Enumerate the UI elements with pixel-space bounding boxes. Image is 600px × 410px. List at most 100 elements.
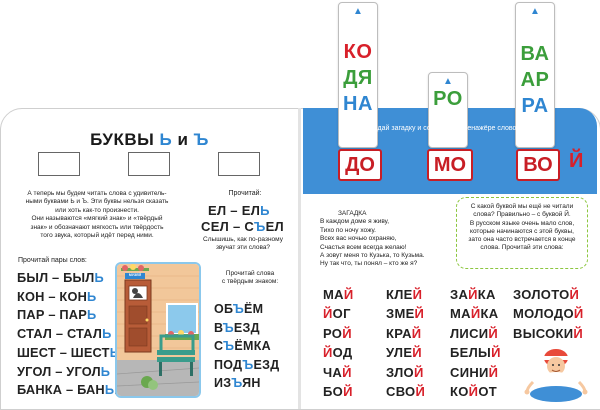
- title-letter-soft: Ь: [159, 130, 173, 149]
- hard-word-part: ЁМ: [244, 302, 264, 316]
- task-text: Отгадай загадку и составь на тренажёре с…: [362, 125, 538, 132]
- word: УЛЕЙ: [386, 343, 425, 362]
- soft-sign: Ь: [104, 382, 115, 398]
- pair-text: БАНКА – БАН: [17, 382, 105, 398]
- letter-y: Й: [468, 384, 479, 400]
- strip-1-syllable-1: КО: [343, 41, 373, 63]
- hard-word-part: ЕЗД: [233, 320, 260, 335]
- riddle-line: Ну так что, ты понял – кто же я?: [320, 260, 418, 268]
- answer-window-1: ДО: [338, 149, 382, 181]
- riddle-line: Всех вас ночью охраняю,: [320, 235, 397, 243]
- word-pair: ПАР – ПАРЬ: [17, 306, 132, 325]
- intro-line: того звука, который идёт перед ними.: [40, 232, 154, 240]
- word: КОЙОТ: [450, 382, 501, 401]
- word-part: КЛЕ: [386, 287, 413, 302]
- word: ЗАЙКА: [450, 285, 501, 304]
- hard-sign: Ъ: [223, 339, 235, 354]
- letter-y: Й: [573, 306, 584, 322]
- word: БЕЛЫЙ: [450, 343, 501, 362]
- hard-sign: Ъ: [242, 357, 254, 372]
- word-pair: СТАЛ – СТАЛЬ: [17, 325, 132, 344]
- letter-y: Й: [468, 287, 478, 302]
- word-part: БЕЛЫ: [450, 345, 492, 361]
- word: ЛИСИЙ: [450, 324, 501, 343]
- page-title: БУКВЫ Ь и Ъ: [0, 130, 299, 150]
- strip-3-syllable-1: ВА: [520, 43, 550, 65]
- word-part: ОД: [332, 345, 353, 361]
- pair-text: УГОЛ – УГОЛ: [17, 363, 101, 379]
- word: МАЙ: [323, 285, 353, 304]
- read-word-2: СЕЛ – СЪЕЛ: [201, 219, 284, 234]
- riddle-line: В каждом доме я живу,: [320, 218, 390, 226]
- letter-y: Й: [569, 287, 580, 302]
- soft-sign: Ь: [87, 288, 97, 304]
- word-part: ЗЛО: [386, 364, 414, 380]
- note-line: зато она часто встречается в конце: [468, 236, 576, 244]
- word: СВОЙ: [386, 382, 425, 401]
- hard-word-part: ОБ: [214, 302, 233, 316]
- riddle: ЗАГАДКА В каждом доме я живу, Тихо по но…: [320, 210, 460, 269]
- hard-sign: Ъ: [231, 376, 243, 391]
- hard-word-part: ЕЗД: [253, 357, 280, 372]
- hear-line: Слышишь, как по-разному: [203, 236, 283, 243]
- word: ЙОД: [323, 343, 353, 362]
- riddle-line: А зовут меня то Кузька, то Кузьма.: [320, 252, 425, 260]
- strip-1-syllable-3: НА: [343, 93, 373, 115]
- title-prefix: БУКВЫ: [90, 130, 155, 149]
- soft-sign: Ь: [260, 203, 270, 218]
- word-pair: ШЕСТ – ШЕСТЬ: [17, 344, 132, 363]
- letter-y: Й: [491, 345, 501, 361]
- hear-line: звучат эти слова?: [215, 244, 271, 251]
- letter-y: Й: [470, 306, 481, 322]
- intro-line: А теперь мы будем читать слова с удивите…: [27, 190, 167, 197]
- word-part: ЗА: [450, 287, 469, 302]
- pair-text: КОН – КОН: [17, 288, 88, 304]
- note-line: С какой буквой мы ещё не читали: [470, 203, 574, 210]
- read-word-part: ЕЛ: [265, 219, 284, 234]
- letter-y: Й: [412, 345, 422, 361]
- hard-word-part: ЯН: [242, 376, 261, 391]
- hard-label-line: с твёрдым знаком:: [221, 278, 279, 285]
- letter-y: Й: [415, 384, 426, 400]
- pair-text: ШЕСТ – ШЕСТ: [17, 344, 110, 360]
- strip-3-syllable-3: РА: [521, 95, 549, 117]
- word: КРАЙ: [386, 324, 425, 343]
- word: ЧАЙ: [323, 363, 353, 382]
- door-sign: МУЗЕЙ: [128, 273, 142, 277]
- note-line: слова? Правильно – с буквой Й.: [473, 211, 571, 219]
- read-word-part: ЕЛ – ЕЛ: [208, 203, 261, 218]
- hard-sign-words: ОБЪЁМ ВЪЕЗД СЪЁМКА ПОДЪЕЗД ИЗЪЯН: [214, 300, 280, 393]
- arrow-up-icon: ▲: [530, 6, 540, 17]
- pair-text: ПАР – ПАР: [17, 307, 87, 323]
- window-2-text: МО: [433, 154, 467, 176]
- soft-sign: Ь: [86, 307, 97, 323]
- slider-strip-2[interactable]: ▲ РО: [428, 72, 468, 148]
- intro-line: Они называются «мягкий знак» и «твёрдый: [31, 215, 163, 223]
- word-column-3: ЗАЙКА МАЙКА ЛИСИЙ БЕЛЫЙ СИНИЙ КОЙОТ: [450, 285, 501, 401]
- word-part: КА: [477, 287, 496, 302]
- word-part: ЛИСИ: [450, 325, 489, 341]
- word-column-2: КЛЕЙ ЗМЕЙ КРАЙ УЛЕЙ ЗЛОЙ СВОЙ: [386, 285, 425, 401]
- window-1-text: ДО: [345, 154, 375, 176]
- hard-word-part: С: [214, 339, 224, 354]
- riddle-line: Счастья всем всегда желаю!: [320, 243, 407, 251]
- letter-y: Й: [413, 364, 424, 380]
- word-pair: УГОЛ – УГОЛЬ: [17, 363, 132, 382]
- title-letter-hard: Ъ: [193, 130, 209, 149]
- strip-3-syllable-2: АР: [520, 69, 550, 91]
- book-spine: [298, 108, 301, 409]
- letter-y: Й: [488, 325, 499, 341]
- slider-strip-1[interactable]: ▲ КО ДЯ НА: [338, 2, 378, 148]
- read-word-part: СЕЛ – С: [201, 219, 254, 234]
- slider-strip-3[interactable]: ▲ ВА АР РА: [515, 2, 555, 148]
- letter-y: Й: [343, 287, 354, 302]
- word: ЗЛОЙ: [386, 363, 425, 382]
- pair-text: СТАЛ – СТАЛ: [17, 326, 103, 342]
- arrow-up-icon: ▲: [443, 76, 453, 87]
- hard-label-line: Прочитай слова: [225, 270, 275, 277]
- hard-sign: Ъ: [253, 219, 266, 234]
- pairs-label: Прочитай пары слов:: [18, 257, 87, 264]
- letter-y: Й: [411, 325, 422, 341]
- word: СИНИЙ: [450, 363, 501, 382]
- answer-window-2: МО: [427, 149, 473, 181]
